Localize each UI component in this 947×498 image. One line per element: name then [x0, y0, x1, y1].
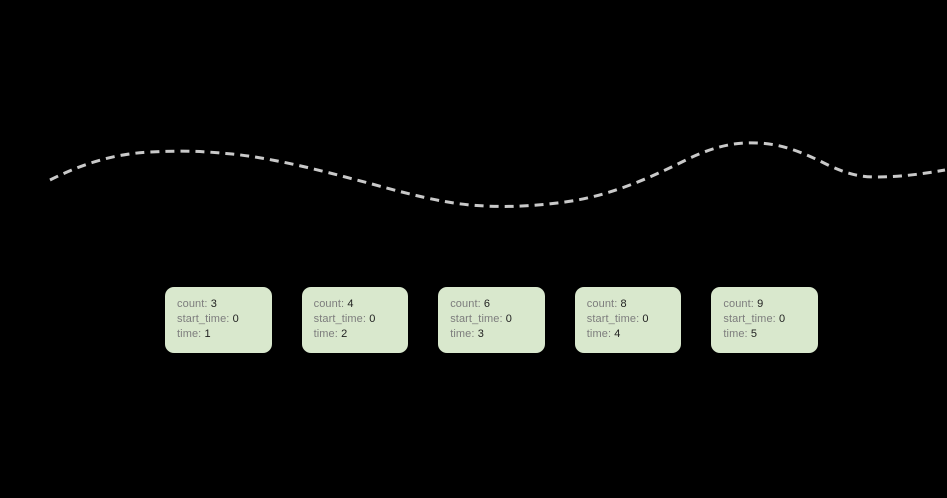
- field-label: time:: [586, 328, 612, 340]
- field-label: count:: [313, 298, 345, 310]
- field-label: start_time:: [723, 313, 776, 325]
- event-card-3[interactable]: count: 6 start_time: 0 time: 3: [438, 287, 545, 353]
- field-label: start_time:: [586, 313, 640, 325]
- event-card-2[interactable]: count: 4 start_time: 0 time: 2: [301, 287, 409, 353]
- card-field-time: time: 1: [177, 327, 272, 342]
- card-field-count: count: 8: [587, 297, 682, 312]
- field-label: time:: [723, 328, 748, 340]
- field-label: time:: [313, 328, 338, 340]
- card-field-count: count: 4: [314, 297, 409, 312]
- event-card-4[interactable]: count: 8 start_time: 0 time: 4: [574, 287, 682, 353]
- dashed-trend-curve: [49, 141, 946, 208]
- field-value: 1: [204, 328, 211, 340]
- field-value: 6: [483, 298, 491, 310]
- field-value: 8: [620, 298, 627, 310]
- field-value: 0: [505, 313, 513, 325]
- card-field-start-time: start_time: 0: [723, 312, 818, 327]
- field-value: 2: [341, 328, 348, 340]
- event-card-1[interactable]: count: 3 start_time: 0 time: 1: [165, 287, 272, 353]
- card-field-start-time: start_time: 0: [450, 312, 545, 327]
- field-value: 4: [347, 298, 354, 310]
- card-field-start-time: start_time: 0: [587, 312, 682, 327]
- event-card-row: count: 3 start_time: 0 time: 1 count: 4 …: [165, 287, 818, 353]
- card-field-count: count: 6: [450, 297, 545, 312]
- field-label: count:: [586, 298, 618, 310]
- field-label: start_time:: [177, 313, 230, 325]
- field-label: count:: [450, 298, 481, 310]
- field-value: 3: [477, 328, 484, 340]
- card-field-start-time: start_time: 0: [177, 312, 272, 327]
- field-value: 0: [369, 313, 376, 325]
- card-field-time: time: 2: [314, 327, 409, 342]
- field-value: 0: [778, 313, 786, 325]
- card-field-start-time: start_time: 0: [314, 312, 409, 327]
- field-label: count:: [177, 298, 208, 310]
- field-value: 9: [757, 298, 764, 310]
- card-field-count: count: 3: [177, 297, 272, 312]
- card-field-time: time: 3: [450, 327, 545, 342]
- field-value: 3: [210, 298, 217, 310]
- field-label: start_time:: [313, 313, 367, 325]
- card-field-time: time: 4: [587, 327, 682, 342]
- field-label: count:: [723, 298, 754, 310]
- field-label: start_time:: [450, 313, 503, 325]
- field-value: 0: [642, 313, 649, 325]
- card-field-count: count: 9: [723, 297, 818, 312]
- event-card-5[interactable]: count: 9 start_time: 0 time: 5: [711, 287, 818, 353]
- field-label: time:: [450, 328, 475, 340]
- field-label: time:: [177, 328, 202, 340]
- field-value: 4: [614, 328, 621, 340]
- field-value: 0: [232, 313, 239, 325]
- field-value: 5: [750, 328, 758, 340]
- card-field-time: time: 5: [723, 327, 818, 342]
